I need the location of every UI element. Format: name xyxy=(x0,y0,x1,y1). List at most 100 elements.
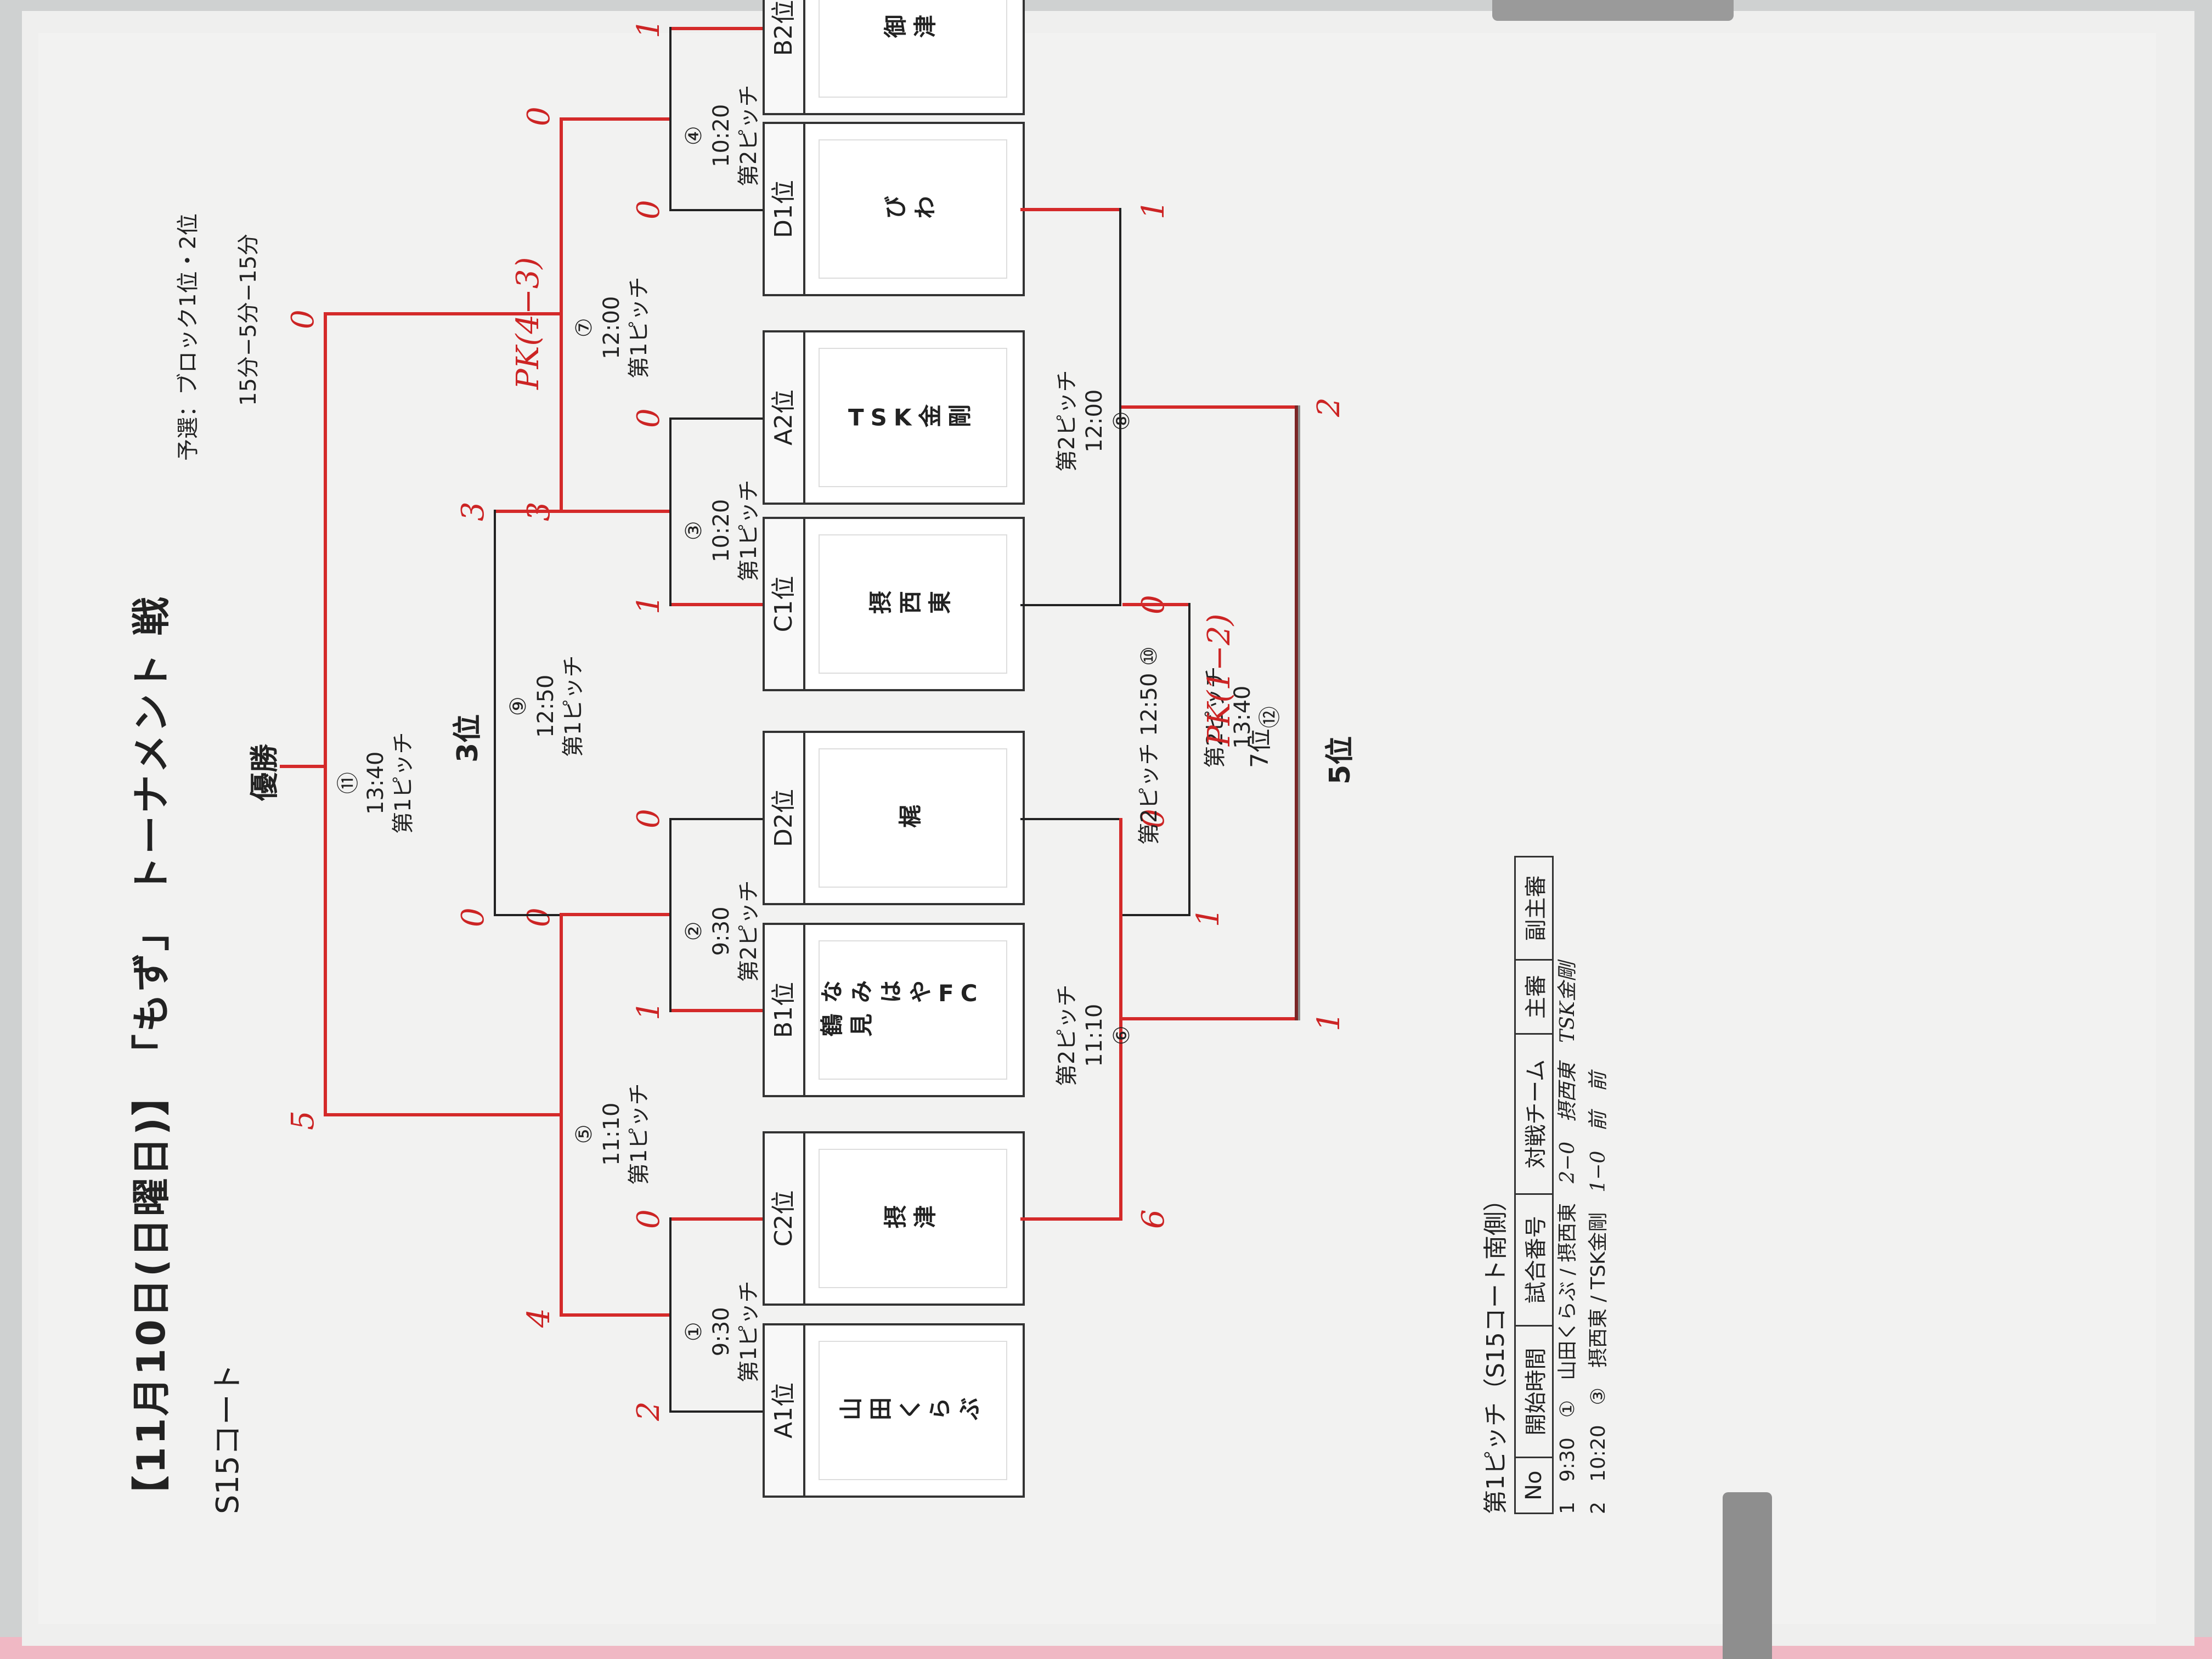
bracket-line xyxy=(669,417,672,606)
pk-score: PK(4−3) xyxy=(510,257,546,390)
match-pitch: 第1ピッチ xyxy=(561,655,586,757)
match-number: ⑩ xyxy=(1137,646,1162,666)
match-pitch: 第2ピッチ xyxy=(736,84,761,187)
bracket-line xyxy=(1188,603,1190,916)
team-box-d1: D1位 びわ xyxy=(763,122,1025,296)
score: 1 xyxy=(631,1001,667,1020)
match-4-info: ④ 10:20 第2ピッチ xyxy=(680,85,763,187)
score: 4 xyxy=(521,1308,557,1328)
match-10-info: 第2ピッチ 12:50 ⑩ xyxy=(1136,646,1163,845)
match-pitch: 第2ピッチ xyxy=(1054,370,1080,472)
team-box-d2: D2位 梶 xyxy=(763,731,1025,905)
bracket-line xyxy=(1020,818,1119,820)
bracket-line-winner xyxy=(1122,603,1188,606)
bracket-line-winner xyxy=(560,510,669,513)
score: 0 xyxy=(285,309,321,329)
match-1-info: ① 9:30 第1ピッチ xyxy=(680,1281,763,1383)
match-time: 10:20 xyxy=(709,499,734,562)
match-time: 12:50 xyxy=(1137,673,1162,736)
team-position: A2位 xyxy=(765,332,805,503)
bracket-line-winner xyxy=(669,1009,763,1012)
match-11-info: ⑪ 13:40 第1ピッチ xyxy=(335,732,417,834)
match-6-info: 第2ピッチ 11:10 ⑥ xyxy=(1053,985,1136,1086)
tournament-sheet: 【11月10日(日曜日)】 「もず」 トーナメント 戦 S15コート 予選：ブロ… xyxy=(38,0,2156,1624)
bracket-line xyxy=(1295,405,1300,1020)
team-position: D1位 xyxy=(765,124,805,294)
match-2-info: ② 9:30 第2ピッチ xyxy=(680,881,763,982)
champion-label: 優勝 xyxy=(249,743,281,801)
header-cell: 試合番号 xyxy=(1515,1194,1553,1326)
team-position: C2位 xyxy=(765,1133,805,1304)
match-pitch: 第2ピッチ xyxy=(1054,984,1080,1086)
team-box-a2: A2位 TSK金剛 xyxy=(763,330,1025,505)
score: 0 xyxy=(631,809,667,828)
match-pitch: 第1ピッチ xyxy=(391,732,416,834)
bracket-line xyxy=(669,1410,763,1413)
team-position: A1位 xyxy=(765,1325,805,1496)
table-row: 2 10:20 ③ 摂西東 / TSK金剛 1−0 前 前 xyxy=(1587,1071,1610,1514)
header-cell: 開始時間 xyxy=(1515,1325,1553,1458)
team-name: TSK金剛 xyxy=(820,349,1006,486)
match-time: 11:10 xyxy=(599,1102,624,1166)
match-time: 12:00 xyxy=(599,296,624,359)
score: 2 xyxy=(631,1401,667,1421)
pitch1-rows: 1 9:30 ① 山田くらぶ / 摂西東 2−0 摂西東 TSK金剛 2 10:… xyxy=(1553,110,1614,1514)
bracket-line xyxy=(669,417,763,420)
team-box-b1: B1位 なみはやFC鶴見 xyxy=(763,923,1025,1097)
match-9-info: ⑨ 12:50 第1ピッチ xyxy=(505,656,587,757)
bracket-line xyxy=(669,818,763,820)
team-name: なみはやFC鶴見 xyxy=(820,941,1006,1079)
match-time: 9:30 xyxy=(709,906,734,956)
bracket-line xyxy=(669,209,763,211)
team-name: 摂津 xyxy=(820,1150,1006,1287)
score: 0 xyxy=(455,907,491,927)
score: 0 xyxy=(631,200,667,219)
pitch1-schedule-table: No 開始時間 試合番号 対戦チーム 主審 副主審 xyxy=(1514,856,1554,1514)
match-pitch: 第1ピッチ xyxy=(736,1280,761,1383)
table-row: 1 9:30 ① 山田くらぶ / 摂西東 2−0 摂西東 TSK金剛 xyxy=(1556,962,1579,1514)
match-3-info: ③ 10:20 第1ピッチ xyxy=(680,480,763,582)
score: 2 xyxy=(1311,397,1347,417)
bracket-line xyxy=(669,818,672,1012)
match-time: 9:30 xyxy=(709,1307,734,1357)
match-number: ⑪ xyxy=(336,772,361,794)
bracket-line-winner xyxy=(324,1113,560,1116)
paper-sheet: 【11月10日(日曜日)】 「もず」 トーナメント 戦 S15コート 予選：ブロ… xyxy=(22,0,2194,1646)
team-position: B1位 xyxy=(765,925,805,1095)
score: 1 xyxy=(1190,907,1226,927)
bracket-line-winner xyxy=(1020,1217,1119,1221)
score: 0 xyxy=(631,408,667,428)
score: 1 xyxy=(631,19,667,38)
bracket-line-winner xyxy=(669,1217,763,1221)
header-cell: 副主審 xyxy=(1515,856,1553,960)
score: 6 xyxy=(1136,1209,1171,1229)
team-box-c2: C2位 摂津 xyxy=(763,1131,1025,1306)
bracket-line-winner xyxy=(494,510,560,513)
bracket-line xyxy=(669,27,672,211)
match-7-info: ⑦ 12:00 第1ピッチ xyxy=(571,277,653,379)
team-box-c1: C1位 摂西東 xyxy=(763,517,1025,691)
header-cell: No xyxy=(1515,1457,1553,1514)
match-number: ⑧ xyxy=(1109,411,1135,431)
bracket-line-winner xyxy=(1122,1017,1298,1020)
seventh-place-label: 7位 xyxy=(1246,729,1274,768)
score: 3 xyxy=(455,501,491,521)
bracket-line-winner xyxy=(560,913,669,916)
table-header-row: No 開始時間 試合番号 対戦チーム 主審 副主審 xyxy=(1515,856,1553,1514)
match-number: ③ xyxy=(681,521,707,541)
match-number: ⑤ xyxy=(572,1124,597,1144)
team-name: 山田くらぶ xyxy=(820,1342,1006,1479)
fifth-place-label: 5位 xyxy=(1324,736,1357,785)
page-title: 【11月10日(日曜日)】 「もず」 トーナメント 戦 xyxy=(129,595,174,1514)
score: 0 xyxy=(521,907,557,927)
bracket-line-winner xyxy=(669,27,763,30)
match-pitch: 第1ピッチ xyxy=(736,479,761,582)
match-pitch: 第2ピッチ xyxy=(736,880,761,982)
bracket-line-winner xyxy=(560,913,563,1317)
binder-ring xyxy=(1723,1492,1772,1659)
team-box-a1: A1位 山田くらぶ xyxy=(763,1323,1025,1498)
score: 1 xyxy=(631,595,667,614)
match-number: ② xyxy=(681,921,707,941)
team-position: C1位 xyxy=(765,519,805,689)
team-position: D2位 xyxy=(765,733,805,903)
